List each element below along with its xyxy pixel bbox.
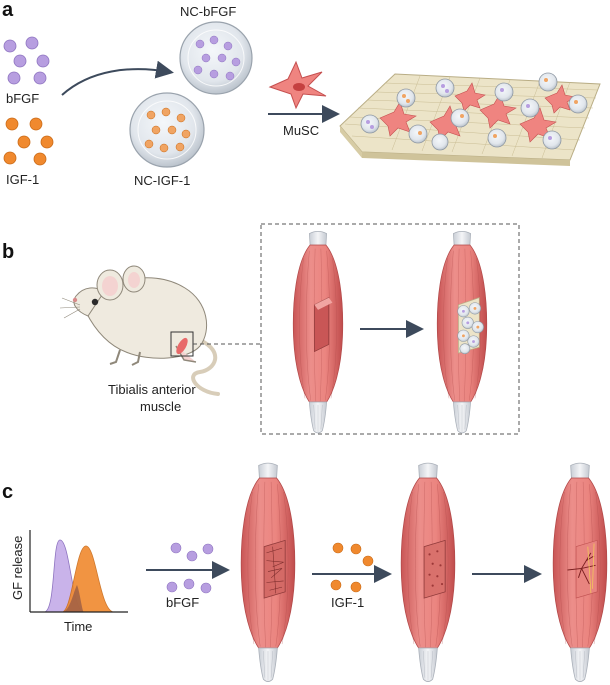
bfgf-release-label: bFGF: [166, 595, 199, 610]
panel-a-letter: a: [2, 0, 14, 21]
nc-bfgf-sphere: [179, 21, 253, 95]
nc-igf1-label: NC-IGF-1: [134, 173, 190, 188]
release-ylabel: GF release: [10, 536, 25, 600]
muscle-stage-1: [240, 462, 296, 682]
igf1-release-particles: [330, 542, 374, 593]
igf1-label: IGF-1: [6, 172, 39, 187]
muscle-stage-3: [552, 462, 608, 682]
release-xlabel: Time: [64, 619, 92, 634]
release-plot: [29, 530, 128, 613]
muscle-stage-2: [400, 462, 456, 682]
musc-label: MuSC: [283, 123, 319, 138]
bfgf-particles: [3, 36, 50, 85]
implanted-muscle: [436, 231, 488, 434]
defect-muscle: [292, 231, 344, 434]
igf1-release-label: IGF-1: [331, 595, 364, 610]
zoom-box: [260, 223, 520, 435]
tibialis-label-line2: muscle: [140, 399, 181, 414]
scaffold: [339, 72, 601, 166]
mouse: [59, 265, 220, 396]
nc-bfgf-label: NC-bFGF: [180, 4, 236, 19]
igf1-particles: [3, 117, 54, 166]
nc-igf1-sphere: [129, 92, 205, 168]
musc-cell: [268, 60, 327, 110]
encapsulation-arrow: [61, 60, 174, 96]
panel-c-letter: c: [2, 481, 13, 503]
tibialis-label-line1: Tibialis anterior: [108, 382, 196, 397]
bfgf-release-particles: [166, 542, 214, 594]
bfgf-label: bFGF: [6, 91, 39, 106]
panel-b-letter: b: [2, 241, 14, 263]
